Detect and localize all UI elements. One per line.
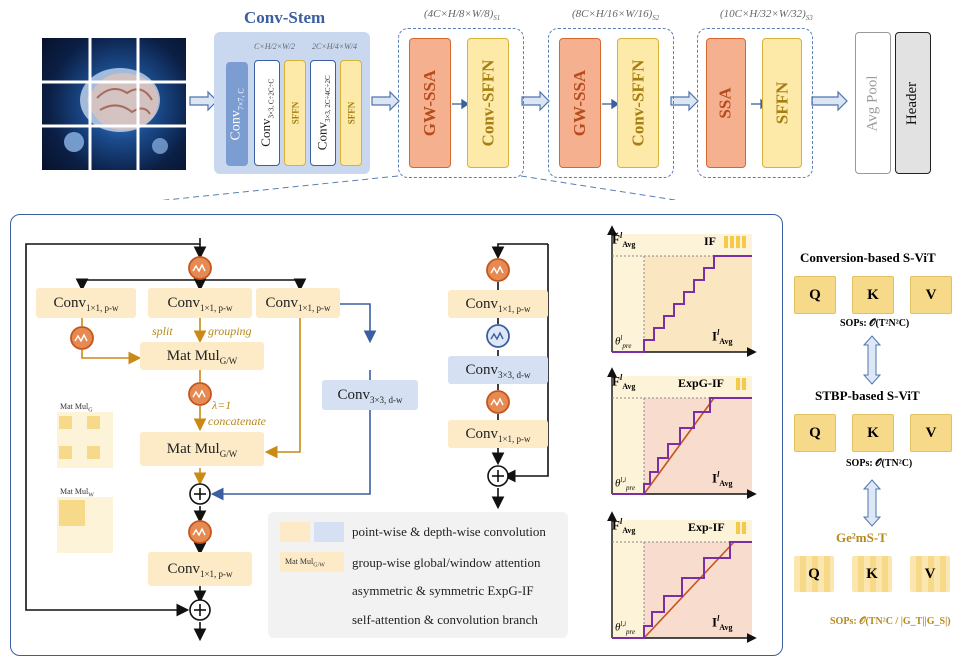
method3-sops: SOPs: 𝒪(TN²C / |G_T||G_S|) [830,616,951,627]
conv-dw-left: Conv3×3, d-w [322,380,418,410]
plot2-title: ExpG-IF [678,376,725,390]
conv-pw-mid-1: Conv1×1, p-w [448,290,548,318]
plot-exp-if [607,511,757,643]
stem-conv-2: Conv3×3, 2C÷4C÷2C [310,60,336,166]
stage3-sffn: SFFN [762,38,802,168]
plot3-title: Exp-IF [688,520,725,534]
m3-k: K [852,556,892,592]
stem-conv-1: Conv3×3, C÷2C÷C [254,60,280,166]
method2-title: STBP-based S-ViT [815,388,920,403]
conv-pw-left: Conv1×1, p-w [36,288,136,318]
m3-v: V [910,556,950,592]
method1-sops: SOPs: 𝒪(T²N²C) [840,318,910,329]
m3-q: Q [794,556,834,592]
neuron-plots [607,225,757,643]
lambda-label: λ=1 [212,398,232,412]
method2-sops: SOPs: 𝒪(TN²C) [846,458,913,469]
plot-if [607,225,757,357]
plot2-theta: θl,ipre [615,476,636,492]
conv-pw-center: Conv1×1, p-w [148,288,252,318]
stage1-conv-sffn: Conv-SFFN [467,38,509,168]
method3-title: Ge²mS-T [836,530,887,545]
matmul-g-label: Mat MulG [60,402,93,414]
m1-k: K [852,276,894,314]
stage1-gw-ssa: GW-SSA [409,38,451,168]
m2-q: Q [794,414,836,452]
plot1-theta: θlpre [615,334,632,350]
legend-branch: self-attention & convolution branch [352,612,538,627]
updown-arrow-2 [862,479,882,527]
plot3-theta: θl,ipre [615,620,636,636]
conv-pw-mid-2: Conv1×1, p-w [448,420,548,448]
legend-attention: group-wise global/window attention [352,555,541,570]
detail-panel [10,214,783,656]
stage2-dim: (8C×H/16×W/16)S2 [572,8,660,23]
legend-neuron: asymmetric & symmetric ExpG-IF [352,583,534,598]
stem-dim-1: C×H/2×W/2 [254,42,296,51]
stage1-group [398,28,524,178]
avg-pool-block: Avg Pool [855,32,891,174]
updown-arrow-1 [862,335,882,385]
m2-v: V [910,414,952,452]
stem-conv-7x7: Conv7×7, C [226,62,248,166]
legend-conv: point-wise & depth-wise convolution [352,524,546,539]
stage3-group [697,28,813,178]
input-image [42,38,186,170]
grouping-label: grouping [208,324,252,338]
split-label: split [152,324,173,338]
stage2-gw-ssa: GW-SSA [559,38,601,168]
plot2-ylabel: FlAvg [612,373,636,391]
method1-title: Conversion-based S-ViT [800,250,936,265]
plot1-ylabel: F̃lAvg [612,231,636,249]
conv-pw-out: Conv1×1, p-w [148,552,252,586]
plot1-title: IF [704,234,716,248]
stem-sffn-2: SFFN [340,60,362,166]
plot1-xlabel: IlAvg [712,328,733,346]
m2-k: K [852,414,894,452]
header-block: Header [895,32,931,174]
plot3-ylabel: FlAvg [612,517,636,535]
stem-sffn-1: SFFN [284,60,306,166]
stage3-ssa: SSA [706,38,746,168]
top-arrows [160,90,848,200]
plot3-xlabel: IlAvg [712,614,733,632]
brain-picture-icon [42,38,186,170]
conv-pw-right: Conv1×1, p-w [256,288,340,318]
legend-matmul-tag: Mat MulG/W [285,557,325,569]
stage2-conv-sffn: Conv-SFFN [617,38,659,168]
stem-dim-2: 2C×H/4×W/4 [312,42,358,51]
plot-expg-if [607,367,757,499]
matmul-2: Mat MulG/W [140,432,264,466]
m1-v: V [910,276,952,314]
stage1-dim: (4C×H/8×W/8)S1 [424,8,501,23]
stage2-group [548,28,674,178]
stem-title: Conv-Stem [244,8,326,27]
plot2-xlabel: IlAvg [712,470,733,488]
matmul-w-label: Mat MulW [60,487,94,499]
stage3-dim: (10C×H/32×W/32)S3 [720,8,813,23]
m1-q: Q [794,276,836,314]
matmul-1: Mat MulG/W [140,342,264,370]
conv-dw-mid: Conv3×3, d-w [448,356,548,384]
concatenate-label: concatenate [208,414,266,428]
